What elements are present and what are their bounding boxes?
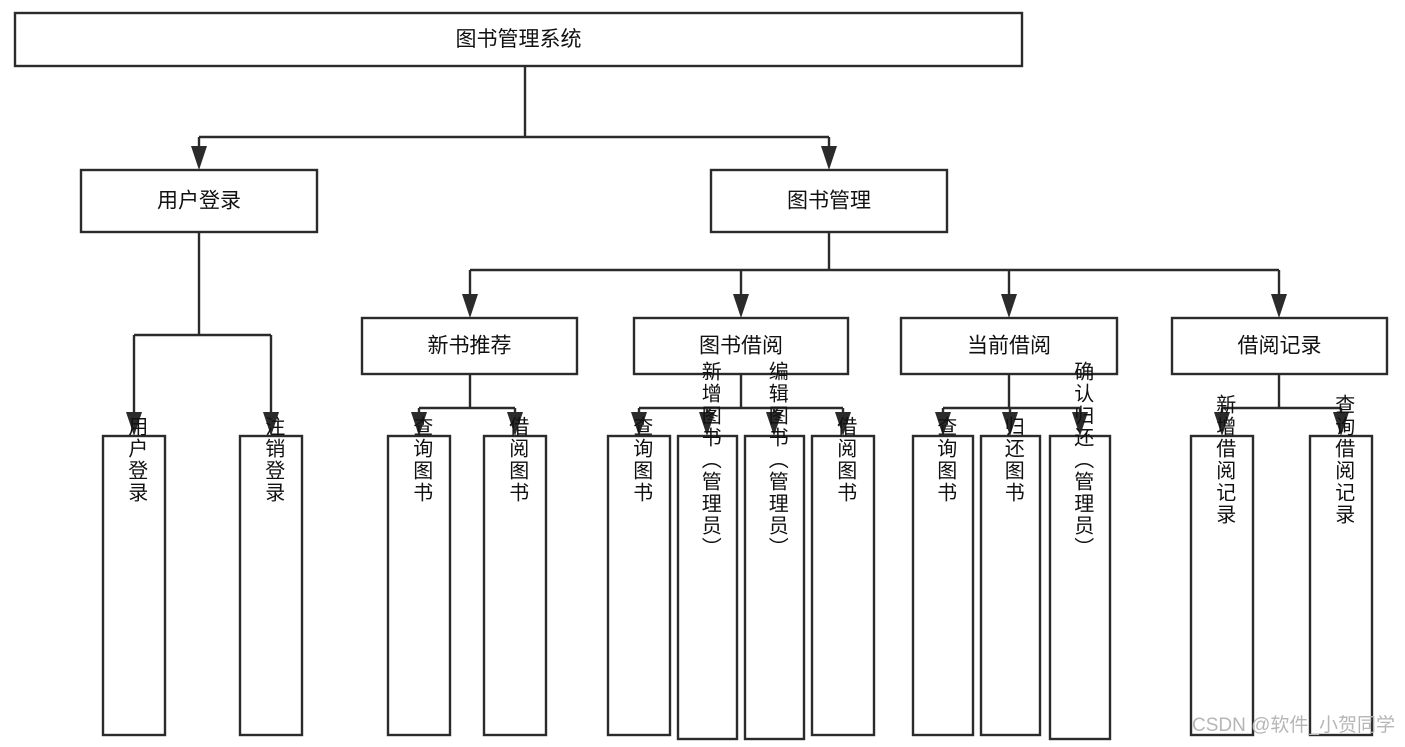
leaf-node-3-box[interactable] bbox=[482, 434, 548, 737]
leaf-node-4-box[interactable] bbox=[606, 434, 672, 737]
level2-node-1-label: 图书管理 bbox=[787, 190, 871, 213]
arrow-head-icon bbox=[507, 412, 523, 436]
level3-node-0-box[interactable] bbox=[360, 316, 579, 376]
leaf-node-0-label: 用户登录 bbox=[125, 416, 148, 504]
leaf-node-5-label: 新增图书（管理员） bbox=[698, 361, 721, 559]
leaf-node-6-label: 编辑图书（管理员） bbox=[765, 361, 788, 559]
arrow-head-icon bbox=[835, 412, 851, 436]
arrow-head-icon bbox=[699, 412, 715, 436]
leaf-node-10-label: 确认归还（管理员） bbox=[1071, 361, 1094, 559]
level3-node-1-label: 图书借阅 bbox=[699, 335, 783, 358]
arrow-head-icon bbox=[191, 146, 207, 170]
level3-node-2-label: 当前借阅 bbox=[967, 335, 1051, 358]
leaf-node-2-label: 查询图书 bbox=[410, 416, 433, 504]
root-node-box[interactable] bbox=[13, 11, 1024, 68]
csdn-watermark: CSDN @软件_小贺同学 bbox=[1192, 714, 1395, 736]
level3-node-3-box[interactable] bbox=[1170, 316, 1389, 376]
leaf-node-3-label: 借阅图书 bbox=[506, 416, 529, 504]
leaf-node-11-label: 新增借阅记录 bbox=[1213, 394, 1236, 526]
arrow-head-icon bbox=[126, 412, 142, 436]
leaf-node-5-box[interactable] bbox=[676, 434, 739, 741]
leaf-node-12-label: 查询借阅记录 bbox=[1332, 394, 1355, 526]
level2-node-0-box[interactable] bbox=[79, 168, 319, 234]
leaf-node-2-box[interactable] bbox=[386, 434, 452, 737]
arrow-head-icon bbox=[263, 412, 279, 436]
level3-node-2-box[interactable] bbox=[899, 316, 1119, 376]
leaf-node-0-box[interactable] bbox=[101, 434, 167, 737]
arrow-head-icon bbox=[1001, 294, 1017, 318]
leaf-node-4-label: 查询图书 bbox=[630, 416, 653, 504]
arrow-head-icon bbox=[411, 412, 427, 436]
leaf-node-9-box[interactable] bbox=[979, 434, 1042, 737]
leaf-node-1-box[interactable] bbox=[238, 434, 304, 737]
leaf-node-7-box[interactable] bbox=[810, 434, 876, 737]
arrow-head-icon bbox=[631, 412, 647, 436]
level3-node-3-label: 借阅记录 bbox=[1238, 335, 1322, 358]
arrow-head-icon bbox=[821, 146, 837, 170]
leaf-node-8-label: 查询图书 bbox=[934, 416, 957, 504]
leaf-node-6-box[interactable] bbox=[743, 434, 806, 741]
leaf-node-11-box[interactable] bbox=[1189, 434, 1255, 737]
leaf-node-1-label: 注销登录 bbox=[262, 416, 285, 504]
arrow-head-icon bbox=[1333, 412, 1349, 436]
connector-lines-group bbox=[126, 66, 1349, 436]
node-boxes-group: 图书管理系统用户登录图书管理新书推荐图书借阅当前借阅借阅记录用户登录注销登录查询… bbox=[13, 11, 1389, 741]
arrow-head-icon bbox=[766, 412, 782, 436]
arrow-head-icon bbox=[1072, 412, 1088, 436]
leaf-node-9-label: 归还图书 bbox=[1001, 416, 1024, 504]
root-node-label: 图书管理系统 bbox=[456, 28, 582, 51]
arrow-head-icon bbox=[935, 412, 951, 436]
level3-node-0-label: 新书推荐 bbox=[428, 335, 512, 358]
leaf-node-10-box[interactable] bbox=[1048, 434, 1112, 741]
arrow-head-icon bbox=[1002, 412, 1018, 436]
leaf-node-8-box[interactable] bbox=[911, 434, 975, 737]
level2-node-1-box[interactable] bbox=[709, 168, 949, 234]
arrow-head-icon bbox=[1271, 294, 1287, 318]
leaf-node-7-label: 借阅图书 bbox=[834, 416, 857, 504]
level3-node-1-box[interactable] bbox=[632, 316, 850, 376]
arrow-head-icon bbox=[1214, 412, 1230, 436]
leaf-node-12-box[interactable] bbox=[1308, 434, 1374, 737]
arrow-head-icon bbox=[462, 294, 478, 318]
level2-node-0-label: 用户登录 bbox=[157, 190, 241, 213]
arrow-head-icon bbox=[733, 294, 749, 318]
